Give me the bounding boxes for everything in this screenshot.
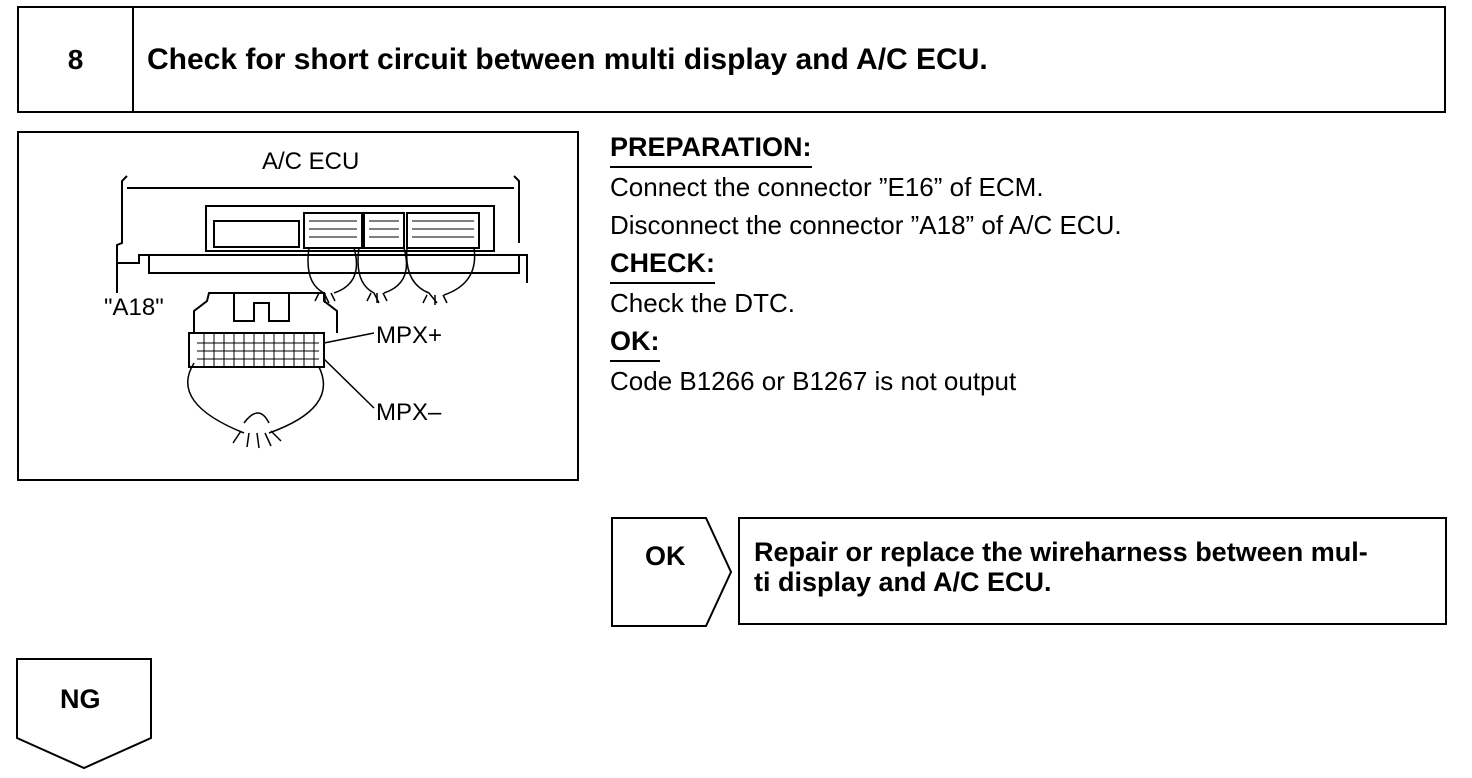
check-heading: CHECK:: [610, 244, 715, 284]
step-header: 8 Check for short circuit between multi …: [17, 6, 1446, 113]
ok-result-box: Repair or replace the wireharness betwee…: [738, 517, 1447, 625]
ok-line: Code B1266 or B1267 is not output: [610, 366, 1017, 396]
pin-plus-label: MPX+: [376, 322, 442, 349]
ok-result-text: Repair or replace the wireharness betwee…: [754, 537, 1435, 597]
ok-result-line: ti display and A/C ECU.: [754, 567, 1052, 597]
a18-connector: [188, 292, 338, 368]
ok-label: OK: [645, 541, 686, 571]
ecu-diagram: A/C ECU "A18" MPX+ MPX–: [104, 148, 528, 449]
ecu-label: A/C ECU: [262, 148, 359, 175]
ng-label: NG: [60, 684, 101, 714]
procedure-text: PREPARATION: Connect the connector ”E16”…: [610, 128, 1450, 400]
ecu-body-outline: [116, 175, 528, 293]
step-title: Check for short circuit between multi di…: [147, 42, 988, 76]
preparation-heading: PREPARATION:: [610, 128, 812, 168]
connector-figure: A/C ECU "A18" MPX+ MPX–: [17, 131, 579, 481]
pin-minus-label: MPX–: [376, 399, 442, 426]
ok-result-line: Repair or replace the wireharness betwee…: [754, 537, 1368, 567]
connector-label: "A18": [104, 294, 164, 321]
ecu-connector-housing: [205, 205, 495, 252]
step-number: 8: [19, 8, 134, 111]
ng-result-tag[interactable]: NG: [16, 658, 154, 775]
ok-heading: OK:: [610, 322, 660, 362]
pin-leader-lines: [323, 332, 375, 409]
ng-arrow-shape: [16, 658, 152, 770]
ok-result-tag[interactable]: OK: [611, 517, 733, 632]
check-line: Check the DTC.: [610, 288, 795, 318]
a18-wire-harness: [187, 362, 325, 449]
ok-arrow-shape: [611, 517, 733, 627]
preparation-line: Disconnect the connector ”A18” of A/C EC…: [610, 210, 1122, 240]
ecu-wire-bundles: [307, 247, 476, 305]
preparation-line: Connect the connector ”E16” of ECM.: [610, 172, 1044, 202]
